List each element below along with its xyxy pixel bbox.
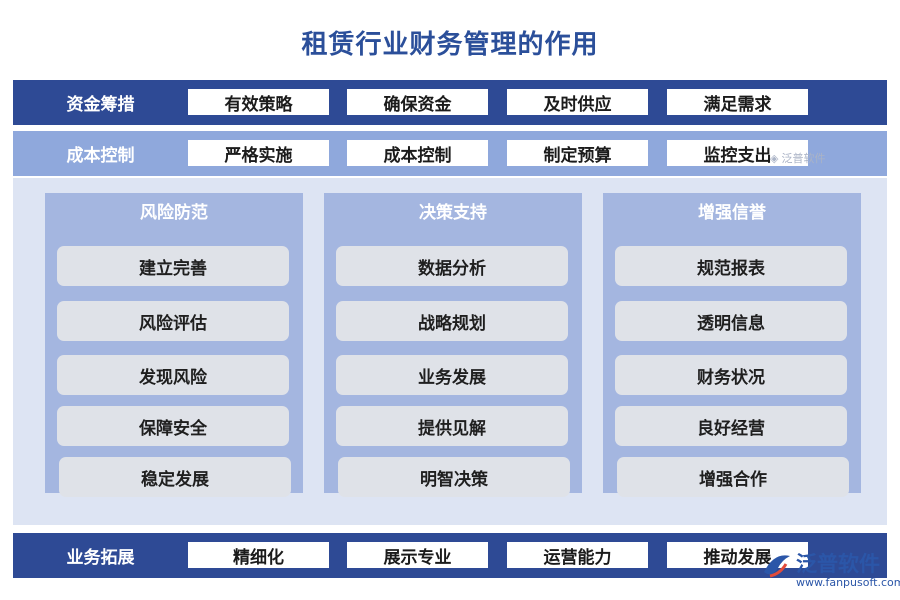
column-item: 保障安全 <box>57 406 289 446</box>
band-business-expansion-item: 推动发展 <box>667 542 808 568</box>
brand-logo-url: www.fanpusoft.com <box>796 576 900 589</box>
band-funding-item: 及时供应 <box>507 89 648 115</box>
column-title: 风险防范 <box>140 202 208 223</box>
band-cost-control-item: 监控支出 <box>667 140 808 166</box>
column-item: 明智决策 <box>338 457 570 497</box>
band-cost-control-item: 成本控制 <box>347 140 488 166</box>
column-item: 战略规划 <box>336 301 568 341</box>
band-cost-control-item: 制定预算 <box>507 140 648 166</box>
column-item: 发现风险 <box>57 355 289 395</box>
column-credibility: 增强信誉 规范报表 透明信息 财务状况 良好经营 增强合作 <box>603 193 861 497</box>
band-business-expansion-label: 业务拓展 <box>66 548 135 568</box>
band-cost-control: 成本控制 严格实施 成本控制 制定预算 监控支出 <box>13 131 887 176</box>
band-cost-control-item: 严格实施 <box>188 140 329 166</box>
band-funding-item: 有效策略 <box>188 89 329 115</box>
column-item: 规范报表 <box>615 246 847 286</box>
column-item: 稳定发展 <box>59 457 291 497</box>
column-title: 决策支持 <box>419 202 487 223</box>
column-item: 业务发展 <box>336 355 568 395</box>
main-panel: 风险防范 建立完善 风险评估 发现风险 保障安全 稳定发展 决策支持 数据分析 … <box>13 178 887 525</box>
column-item: 数据分析 <box>336 246 568 286</box>
column-decision-support: 决策支持 数据分析 战略规划 业务发展 提供见解 明智决策 <box>324 193 582 497</box>
column-risk-prevention: 风险防范 建立完善 风险评估 发现风险 保障安全 稳定发展 <box>45 193 303 497</box>
band-business-expansion-item: 运营能力 <box>507 542 648 568</box>
band-funding: 资金筹措 有效策略 确保资金 及时供应 满足需求 <box>13 80 887 125</box>
band-business-expansion-item: 精细化 <box>188 542 329 568</box>
column-item: 提供见解 <box>336 406 568 446</box>
band-business-expansion-item: 展示专业 <box>347 542 488 568</box>
watermark-small: ◈ 泛普软件 <box>770 150 825 166</box>
column-title: 增强信誉 <box>698 202 766 223</box>
column-item: 建立完善 <box>57 246 289 286</box>
band-business-expansion: 业务拓展 精细化 展示专业 运营能力 推动发展 <box>13 533 887 578</box>
band-funding-label: 资金筹措 <box>66 95 135 115</box>
band-cost-control-label: 成本控制 <box>66 146 135 166</box>
page-title: 租赁行业财务管理的作用 <box>301 30 599 60</box>
watermark-logo-icon: ◈ <box>770 151 779 165</box>
band-funding-item: 满足需求 <box>667 89 808 115</box>
band-funding-item: 确保资金 <box>347 89 488 115</box>
column-item: 财务状况 <box>615 355 847 395</box>
watermark-small-text: 泛普软件 <box>781 152 826 165</box>
column-item: 风险评估 <box>57 301 289 341</box>
column-item: 良好经营 <box>615 406 847 446</box>
column-item: 透明信息 <box>615 301 847 341</box>
brand-logo-icon <box>764 555 790 578</box>
brand-logo-text: 泛普软件 <box>796 552 880 576</box>
brand-logo: 泛普软件 www.fanpusoft.com <box>760 546 900 596</box>
column-item: 增强合作 <box>617 457 849 497</box>
